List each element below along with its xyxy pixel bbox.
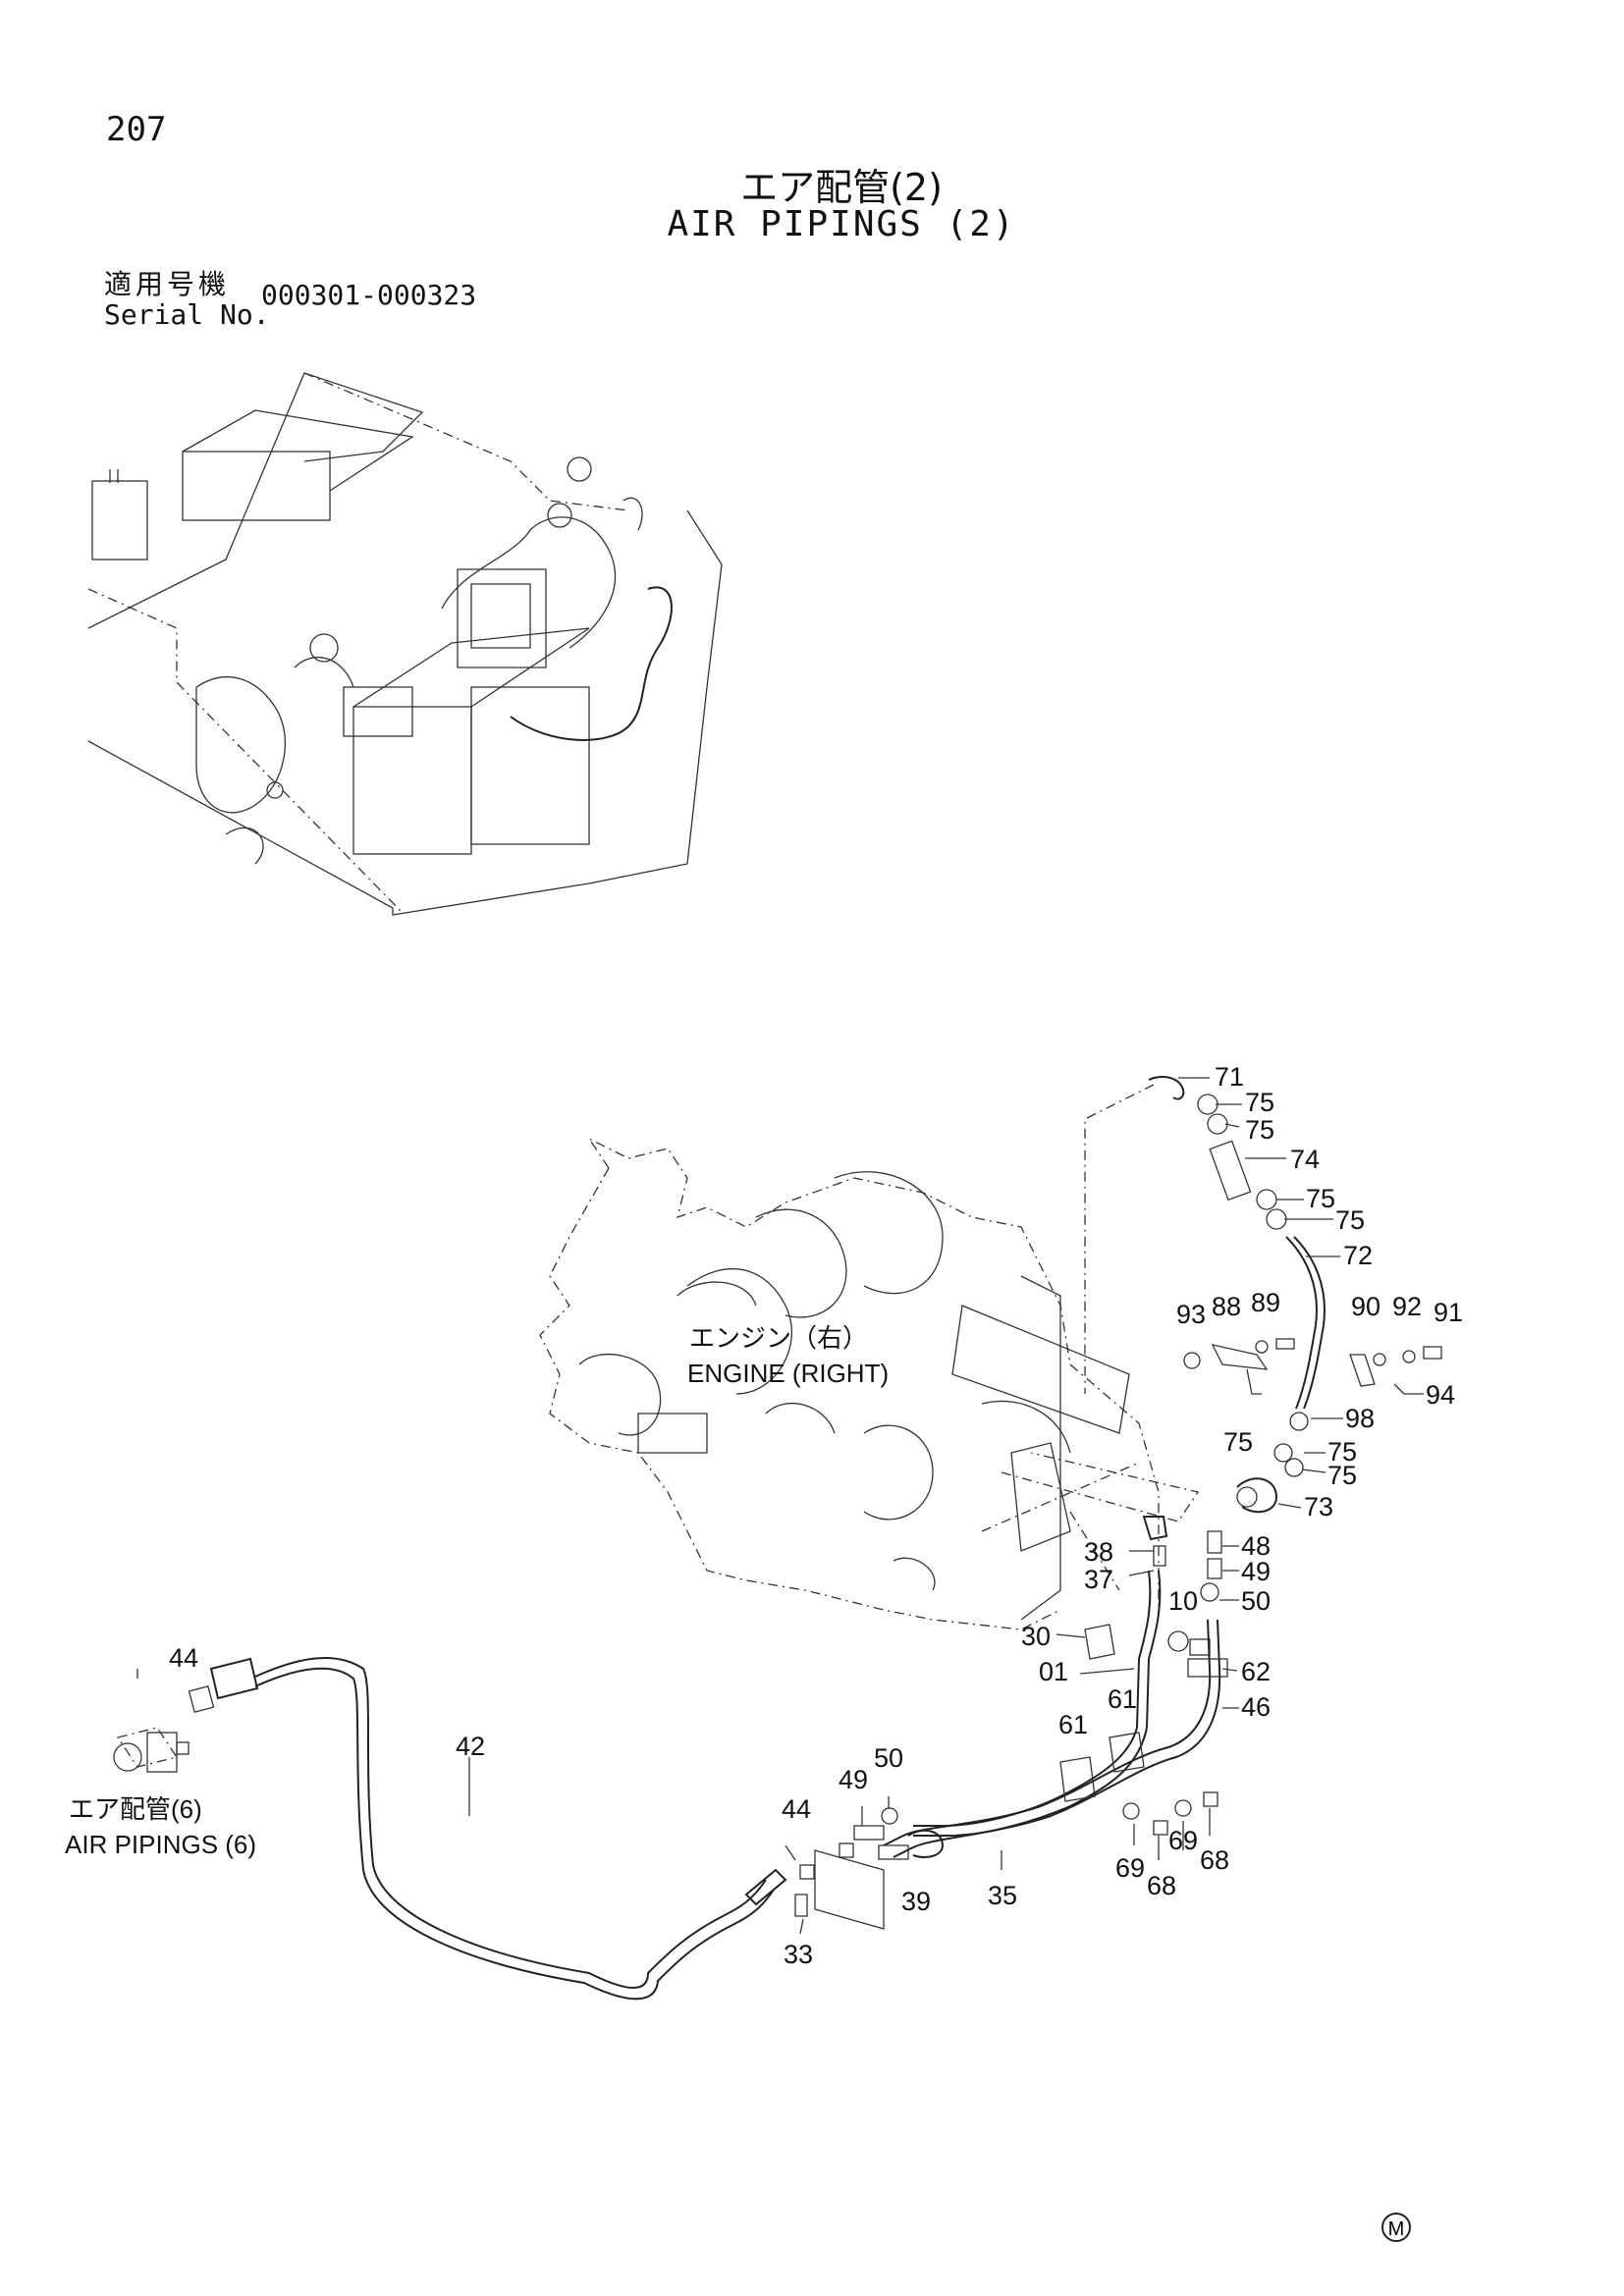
callout-label: 33 xyxy=(784,1940,813,1969)
long-pipe-42 xyxy=(188,1657,787,2001)
callout-label: 50 xyxy=(1241,1586,1271,1616)
mounting-plate xyxy=(794,1807,945,1930)
callout-label: 75 xyxy=(1327,1437,1357,1467)
page-title-japanese: エア配管(2) xyxy=(740,166,943,209)
mark-letter: M xyxy=(1388,2218,1405,2240)
callout-label: 71 xyxy=(1215,1062,1244,1092)
callout-label: 98 xyxy=(1345,1404,1375,1433)
engine-label-japanese: エンジン（右） xyxy=(689,1323,868,1353)
callout-label: 35 xyxy=(988,1881,1017,1910)
callout-label: 10 xyxy=(1168,1586,1198,1616)
bracket-assembly-left xyxy=(1183,1338,1295,1395)
callout-label: 44 xyxy=(169,1643,198,1673)
callout-label: 92 xyxy=(1392,1292,1422,1321)
reference-label-japanese: エア配管(6) xyxy=(69,1794,202,1824)
callout-label: 46 xyxy=(1241,1692,1271,1722)
callout-label: 75 xyxy=(1245,1115,1274,1145)
callout-label: 74 xyxy=(1290,1145,1320,1174)
serial-range: 000301-000323 xyxy=(261,279,477,311)
callout-label: 75 xyxy=(1306,1184,1335,1213)
callout-label: 72 xyxy=(1343,1241,1373,1270)
callout-label: 49 xyxy=(839,1765,868,1794)
serial-label: Serial No. xyxy=(104,298,270,331)
callout-label: 48 xyxy=(1241,1531,1271,1561)
callout-label: 75 xyxy=(1335,1205,1365,1235)
lower-pipe-route xyxy=(883,1570,1228,1858)
callout-labels: 71 75 75 74 75 75 72 93 88 89 90 92 91 9… xyxy=(169,1062,1463,1969)
callout-label: 75 xyxy=(1223,1427,1253,1457)
callout-label: 37 xyxy=(1084,1565,1113,1594)
callout-label: 49 xyxy=(1241,1557,1271,1586)
callout-label: 01 xyxy=(1039,1657,1068,1686)
callout-label: 75 xyxy=(1245,1088,1274,1117)
engine-label: ENGINE (RIGHT) xyxy=(687,1359,889,1388)
callout-label: 69 xyxy=(1115,1853,1145,1883)
callout-label: 73 xyxy=(1304,1492,1333,1522)
callout-label: 68 xyxy=(1200,1845,1229,1875)
callout-label: 38 xyxy=(1084,1537,1113,1567)
air-piping-6-component xyxy=(113,1727,189,1773)
bracket-assembly-right xyxy=(1349,1346,1442,1387)
callout-label: 61 xyxy=(1058,1710,1088,1739)
page-number: 207 xyxy=(106,110,167,149)
leader-lines xyxy=(136,1077,1424,1935)
upper-pipe-route xyxy=(1084,1076,1326,1514)
callout-label: 93 xyxy=(1176,1300,1206,1329)
callout-label: 42 xyxy=(456,1732,485,1761)
callout-label: 50 xyxy=(874,1743,903,1773)
callout-label: 94 xyxy=(1426,1380,1455,1410)
callout-label: 30 xyxy=(1021,1622,1051,1651)
callout-label: 44 xyxy=(782,1794,811,1824)
callout-label: 88 xyxy=(1212,1292,1241,1321)
serial-label-japanese: 適用号機 xyxy=(104,268,231,300)
machine-overview-illustration xyxy=(87,372,723,916)
callout-label: 91 xyxy=(1434,1298,1463,1327)
callout-label: 75 xyxy=(1327,1461,1357,1490)
callout-label: 62 xyxy=(1241,1657,1271,1686)
engine-illustration xyxy=(539,1137,1200,1630)
callout-label: 61 xyxy=(1108,1684,1137,1714)
page-title: AIR PIPINGS (2) xyxy=(667,204,1016,244)
callout-label: 69 xyxy=(1168,1826,1198,1855)
callout-label: 89 xyxy=(1251,1288,1280,1317)
callout-label: 39 xyxy=(901,1887,931,1916)
manufacturer-mark: M xyxy=(1381,2213,1411,2242)
callout-label: 68 xyxy=(1147,1871,1176,1900)
callout-label: 90 xyxy=(1351,1292,1380,1321)
reference-label: AIR PIPINGS (6) xyxy=(65,1830,256,1859)
fittings-cluster xyxy=(1084,1516,1222,1660)
